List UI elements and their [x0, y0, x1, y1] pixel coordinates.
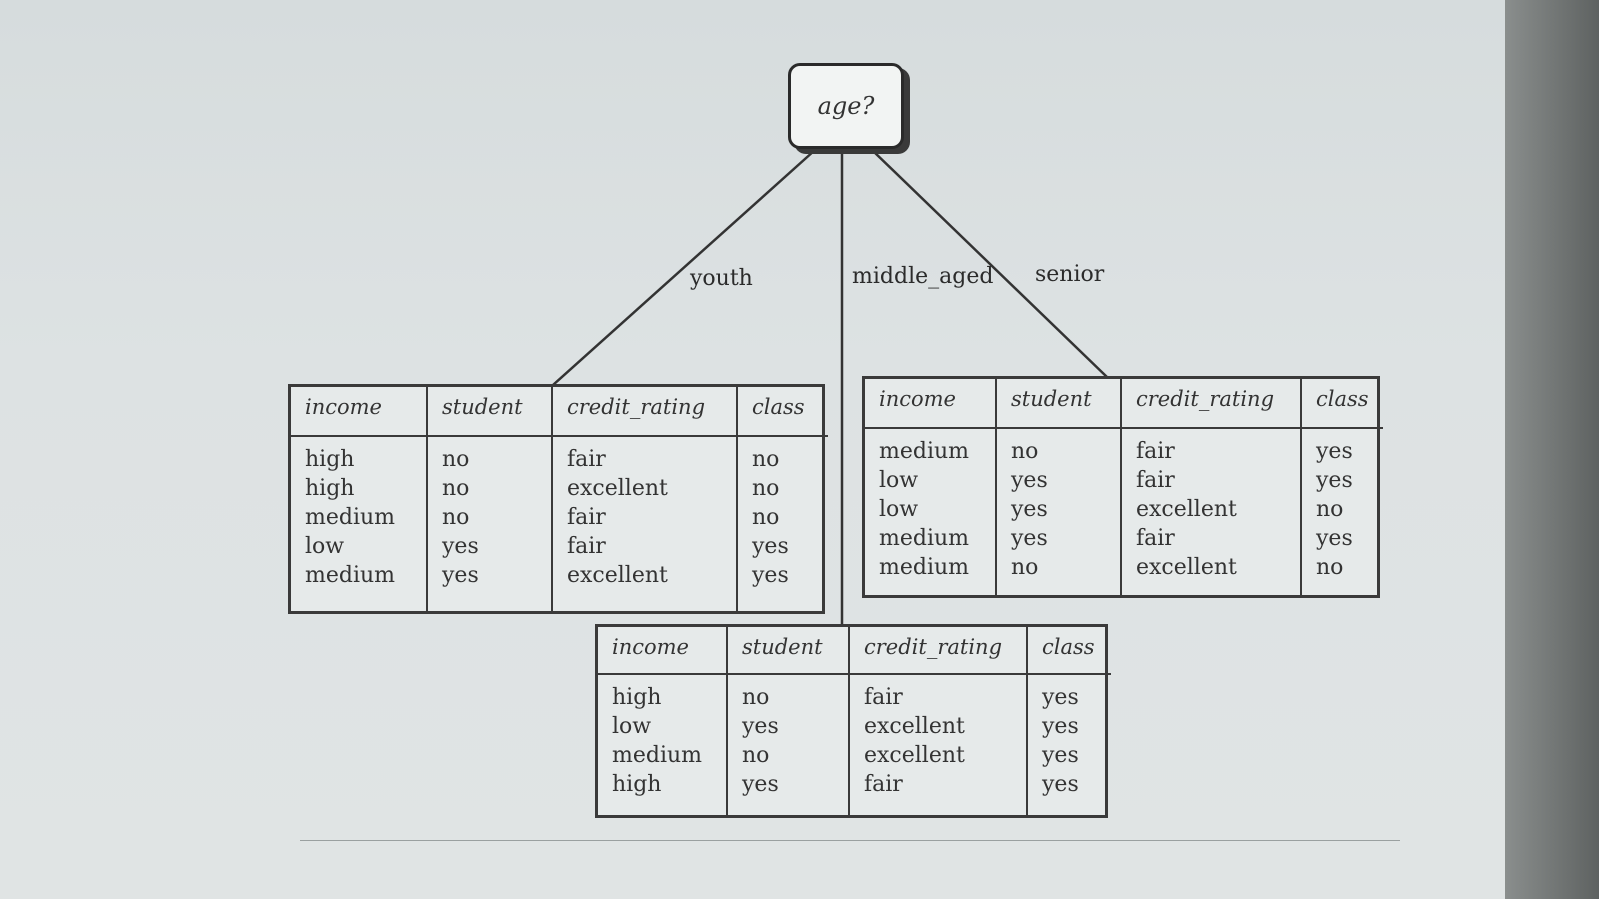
header-student: student [426, 387, 551, 437]
cell: yes [752, 563, 789, 588]
cell: no [1316, 497, 1344, 522]
cell: fair [567, 447, 606, 472]
cell: no [442, 505, 470, 530]
cell: high [612, 685, 662, 710]
monitor-edge [1505, 0, 1599, 899]
cell: yes [1316, 468, 1353, 493]
cell: low [879, 468, 919, 493]
column-income: medium low low medium medium [865, 429, 995, 595]
cell: yes [742, 772, 779, 797]
cell: yes [1316, 526, 1353, 551]
root-label: age? [817, 92, 875, 120]
cell: yes [1042, 685, 1079, 710]
cell: yes [1042, 772, 1079, 797]
cell: yes [442, 563, 479, 588]
column-class: no no no yes yes [736, 437, 828, 611]
cell: no [1011, 555, 1039, 580]
cell: medium [879, 439, 970, 464]
cell: excellent [1136, 497, 1237, 522]
header-credit-rating: credit_rating [551, 387, 736, 437]
column-class: yes yes no yes no [1300, 429, 1383, 595]
cell: medium [879, 526, 970, 551]
header-class: class [736, 387, 828, 437]
header-credit-rating: credit_rating [848, 627, 1026, 675]
cell: excellent [567, 563, 668, 588]
cell: high [612, 772, 662, 797]
cell: no [1316, 555, 1344, 580]
edge-youth [552, 149, 816, 386]
root-node-age: age? [788, 63, 904, 149]
header-student: student [995, 379, 1120, 429]
header-student: student [726, 627, 848, 675]
table-youth: income student credit_rating class high … [288, 384, 828, 614]
cell: fair [864, 685, 903, 710]
cell: excellent [864, 743, 965, 768]
column-student: no yes no yes [726, 675, 848, 815]
cell: no [742, 743, 770, 768]
cell: medium [305, 505, 396, 530]
column-credit-rating: fair fair excellent fair excellent [1120, 429, 1300, 595]
header-income: income [865, 379, 995, 429]
cell: no [442, 447, 470, 472]
column-credit-rating: fair excellent fair fair excellent [551, 437, 736, 611]
cell: no [752, 447, 780, 472]
header-class: class [1300, 379, 1383, 429]
cell: fair [1136, 468, 1175, 493]
cell: no [442, 476, 470, 501]
cell: high [305, 447, 355, 472]
cell: fair [864, 772, 903, 797]
cell: fair [567, 534, 606, 559]
branch-label-youth: youth [690, 266, 753, 291]
cell: no [752, 476, 780, 501]
cell: yes [1042, 743, 1079, 768]
column-student: no yes yes yes no [995, 429, 1120, 595]
header-income: income [291, 387, 426, 437]
header-class: class [1026, 627, 1111, 675]
table-middle-aged: income student credit_rating class high … [595, 624, 1111, 818]
branch-label-middle-aged: middle_aged [852, 264, 994, 289]
cell: medium [305, 563, 396, 588]
cell: low [879, 497, 919, 522]
column-income: high low medium high [598, 675, 726, 815]
edge-senior [871, 149, 1109, 379]
column-credit-rating: fair excellent excellent fair [848, 675, 1026, 815]
cell: yes [742, 714, 779, 739]
cell: excellent [567, 476, 668, 501]
cell: fair [1136, 439, 1175, 464]
column-student: no no no yes yes [426, 437, 551, 611]
cell: low [305, 534, 345, 559]
cell: no [752, 505, 780, 530]
cell: medium [879, 555, 970, 580]
table-senior: income student credit_rating class mediu… [862, 376, 1383, 598]
cell: no [742, 685, 770, 710]
header-credit-rating: credit_rating [1120, 379, 1300, 429]
header-income: income [598, 627, 726, 675]
cell: yes [1042, 714, 1079, 739]
cell: yes [1316, 439, 1353, 464]
cell: fair [567, 505, 606, 530]
cell: yes [1011, 468, 1048, 493]
cell: no [1011, 439, 1039, 464]
cell: yes [1011, 526, 1048, 551]
cell: high [305, 476, 355, 501]
cell: fair [1136, 526, 1175, 551]
cell: medium [612, 743, 703, 768]
caption-rule [300, 840, 1400, 841]
cell: excellent [1136, 555, 1237, 580]
column-class: yes yes yes yes [1026, 675, 1111, 815]
cell: yes [442, 534, 479, 559]
cell: low [612, 714, 652, 739]
column-income: high high medium low medium [291, 437, 426, 611]
cell: excellent [864, 714, 965, 739]
cell: yes [752, 534, 789, 559]
branch-label-senior: senior [1035, 262, 1105, 287]
cell: yes [1011, 497, 1048, 522]
